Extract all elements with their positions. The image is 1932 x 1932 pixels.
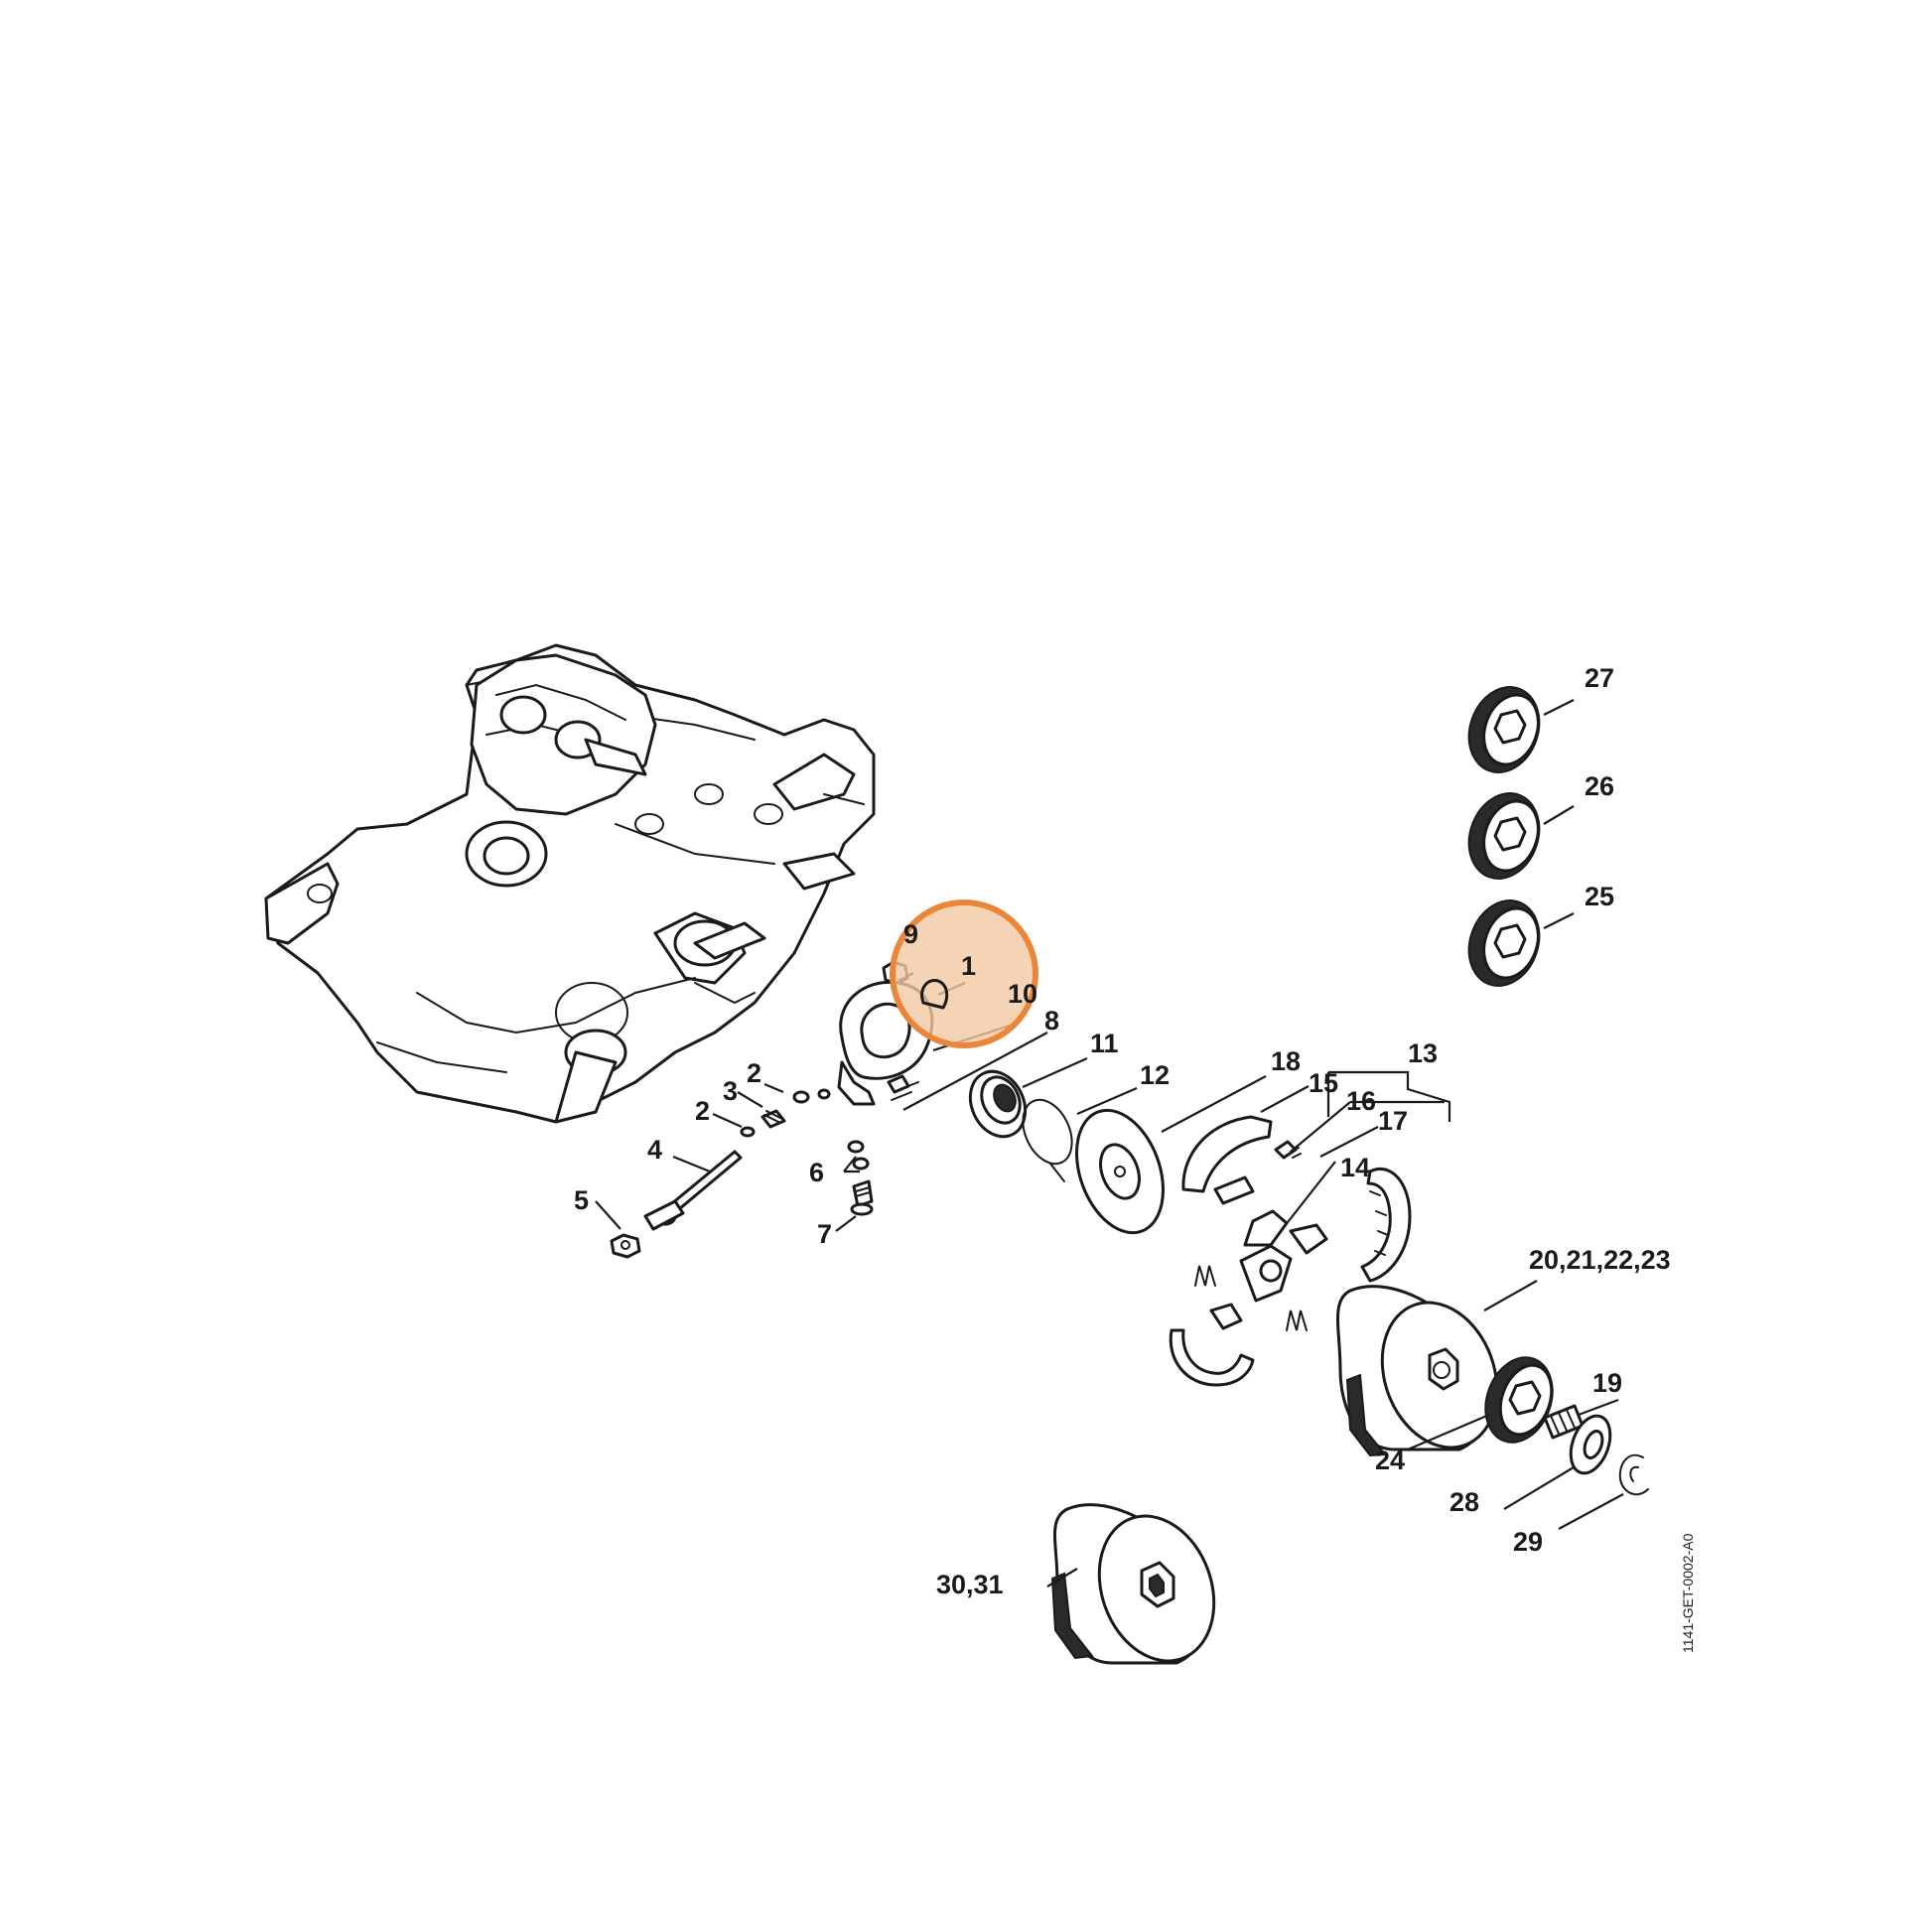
highlight-circle (890, 899, 1038, 1048)
part-25-rim-sprocket (1467, 899, 1541, 987)
highlight-marker (890, 899, 1038, 1048)
callout-28: 28 (1449, 1487, 1479, 1517)
callout-17: 17 (1378, 1106, 1408, 1136)
part-11-seal (968, 1069, 1028, 1139)
callout-18: 18 (1271, 1046, 1301, 1076)
parts-6-7 (847, 1140, 874, 1216)
engine-crankcase (264, 643, 876, 1124)
callout-19: 19 (1592, 1368, 1622, 1398)
callout-10: 10 (1008, 979, 1037, 1009)
callout-6: 6 (809, 1158, 824, 1187)
callout-14: 14 (1340, 1153, 1370, 1182)
callout-8: 8 (1044, 1006, 1059, 1035)
callout-4: 4 (647, 1135, 662, 1165)
callout-30-31: 30,31 (936, 1570, 1004, 1599)
clutch-drum (1336, 1285, 1499, 1457)
part-4-shaft (643, 1150, 743, 1231)
callout-29: 29 (1513, 1527, 1543, 1557)
callout-25: 25 (1585, 882, 1614, 911)
part-27-rim-sprocket (1467, 686, 1541, 773)
callout-2-upper: 2 (747, 1058, 761, 1088)
callout-12: 12 (1140, 1060, 1170, 1090)
callout-9: 9 (903, 919, 918, 949)
callout-26: 26 (1585, 771, 1614, 801)
callout-27: 27 (1585, 663, 1614, 693)
part-5-nut (610, 1233, 641, 1259)
callout-3: 3 (723, 1076, 738, 1106)
part-30-31-clutch-drum (1050, 1503, 1216, 1665)
callout-11: 11 (1090, 1029, 1119, 1058)
part-10-pin (887, 1074, 919, 1101)
callout-24: 24 (1375, 1446, 1405, 1475)
callout-16: 16 (1346, 1086, 1376, 1116)
callout-1: 1 (961, 951, 976, 981)
callout-7: 7 (817, 1219, 832, 1249)
callout-2-lower: 2 (695, 1096, 710, 1126)
clutch-shoes (1169, 1115, 1412, 1387)
part-24-sprocket (1484, 1356, 1554, 1444)
part-18-disc (1075, 1108, 1165, 1235)
callout-20-21-22-23: 20,21,22,23 (1529, 1245, 1671, 1275)
rim-sprockets (1467, 686, 1541, 987)
callout-15: 15 (1309, 1068, 1338, 1098)
part-12-clip (1022, 1098, 1073, 1182)
parts-2-3-small (740, 1088, 831, 1138)
part-28-washer (1569, 1414, 1612, 1475)
part-29-eclip (1618, 1453, 1649, 1496)
callout-13: 13 (1408, 1038, 1438, 1068)
leader-lines (595, 699, 1624, 1587)
document-id: 1141-GET-0002-A0 (1680, 1533, 1696, 1653)
callout-labels: 1 10 9 8 11 12 18 15 13 16 17 14 2 3 2 4… (574, 663, 1671, 1599)
part-26-rim-sprocket (1467, 792, 1541, 880)
callout-5: 5 (574, 1185, 589, 1215)
